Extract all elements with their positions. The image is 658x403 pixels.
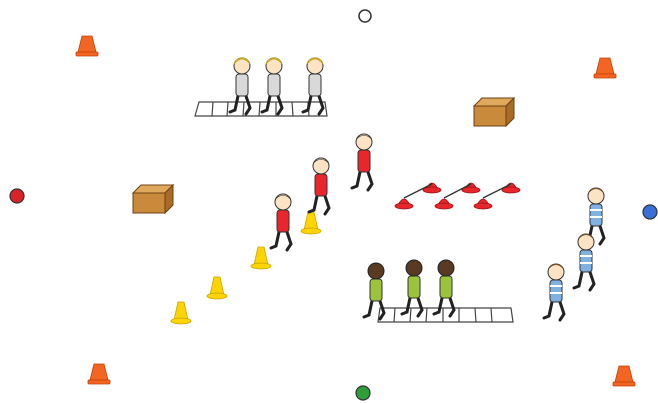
ball-icon xyxy=(10,189,24,203)
player-icon xyxy=(352,134,372,190)
player-icon xyxy=(271,194,291,250)
ball-icon xyxy=(359,10,371,22)
player-icon xyxy=(262,58,282,114)
player-icon xyxy=(230,58,250,114)
hurdle-icon xyxy=(395,183,441,209)
box-icon xyxy=(474,98,514,126)
box-icon xyxy=(133,185,173,213)
corner-cone-icon xyxy=(88,364,110,384)
player-icon xyxy=(574,234,594,290)
ball-icon xyxy=(643,205,657,219)
marker-cone-icon xyxy=(171,302,191,324)
corner-cone-icon xyxy=(613,366,635,386)
ladder-icon xyxy=(378,308,513,322)
hurdle-icon xyxy=(435,183,480,209)
hurdle-icon xyxy=(474,183,520,209)
corner-cone-icon xyxy=(76,36,98,56)
ball-icon xyxy=(356,386,370,400)
marker-cone-icon xyxy=(207,277,227,299)
player-icon xyxy=(309,158,329,214)
marker-cone-icon xyxy=(251,247,271,269)
player-icon xyxy=(364,263,384,319)
corner-cone-icon xyxy=(594,58,616,78)
player-icon xyxy=(303,58,323,114)
marker-cone-icon xyxy=(301,212,321,234)
player-icon xyxy=(544,264,564,320)
